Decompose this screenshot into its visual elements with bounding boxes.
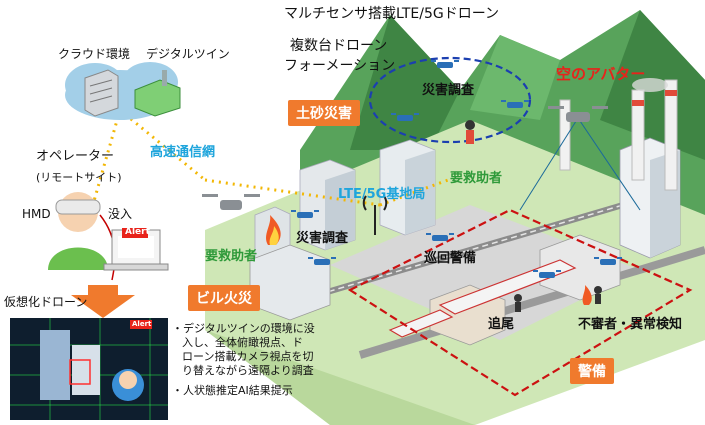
label-anomaly: 不審者・異常検知 [578,317,683,332]
label-alert: Alert [125,227,150,237]
drone-fire-icon [202,194,260,210]
badge-security: 警備 [570,358,614,384]
label-rescue-top: 要救助者 [450,171,503,186]
label-avatar: 空のアバター [556,65,646,83]
label-cloud-env: クラウド環境 [58,47,131,61]
label-base-station: LTE/5G基地局 [338,187,426,202]
label-high-speed-net: 高速通信網 [150,145,216,160]
bullet1-line4: り替えながら遠隔より調査 [182,364,314,377]
antenna-icon [362,195,388,235]
bullet-list: ・デジタルツインの環境に没 入し、全体俯瞰視点、ド ローン搭載カメラ視点を切 り… [172,322,315,398]
label-immersion: 没入 [108,207,133,221]
security-zone [347,208,693,397]
label-virtual-drone: 仮想化ドローン [4,295,88,309]
virtual-drone-view-icon [10,318,168,420]
formation-ellipse [368,56,532,144]
label-remote-site: (リモートサイト) [36,171,122,184]
label-digital-twin: デジタルツイン [146,47,230,61]
bullet1-line3: ローン搭載カメラ視点を切 [182,350,314,363]
label-hmd: HMD [22,207,51,221]
person-icon [465,120,602,312]
operator-icon [48,192,116,281]
label-formation-1: 複数台ドローン [290,38,388,54]
badge-building-fire: ビル火災 [188,285,260,311]
arrow-icon [71,285,135,318]
avatar-drone-icon [548,106,608,122]
drone-icon [291,60,622,278]
server-icon [84,69,119,117]
label-formation-2: フォーメーション [284,58,396,74]
label-drone-lte: マルチセンサ搭載LTE/5Gドローン [284,6,500,22]
network-links [88,108,449,216]
label-disaster-survey-mid: 災害調査 [296,231,349,246]
badge-landslide: 土砂災害 [288,100,360,126]
label-alert-small: Alert [132,320,152,328]
label-disaster-survey-top: 災害調査 [422,83,475,98]
bullet1-line1: ・デジタルツインの環境に没 [172,322,315,335]
fire-icon [266,215,592,305]
avatar-links [519,117,641,211]
label-patrol: 巡回警備 [424,251,477,266]
alert-box [122,228,148,238]
bullet1-line2: 入し、全体俯瞰視点、ド [182,336,303,349]
bullet2: ・人状態推定AI結果提示 [172,384,293,397]
label-rescue-mid: 要救助者 [205,249,258,264]
factory-icon [134,70,181,117]
label-operator: オペレーター [36,149,115,164]
label-chase: 追尾 [488,317,515,332]
factory-chimney-icon [559,78,678,191]
